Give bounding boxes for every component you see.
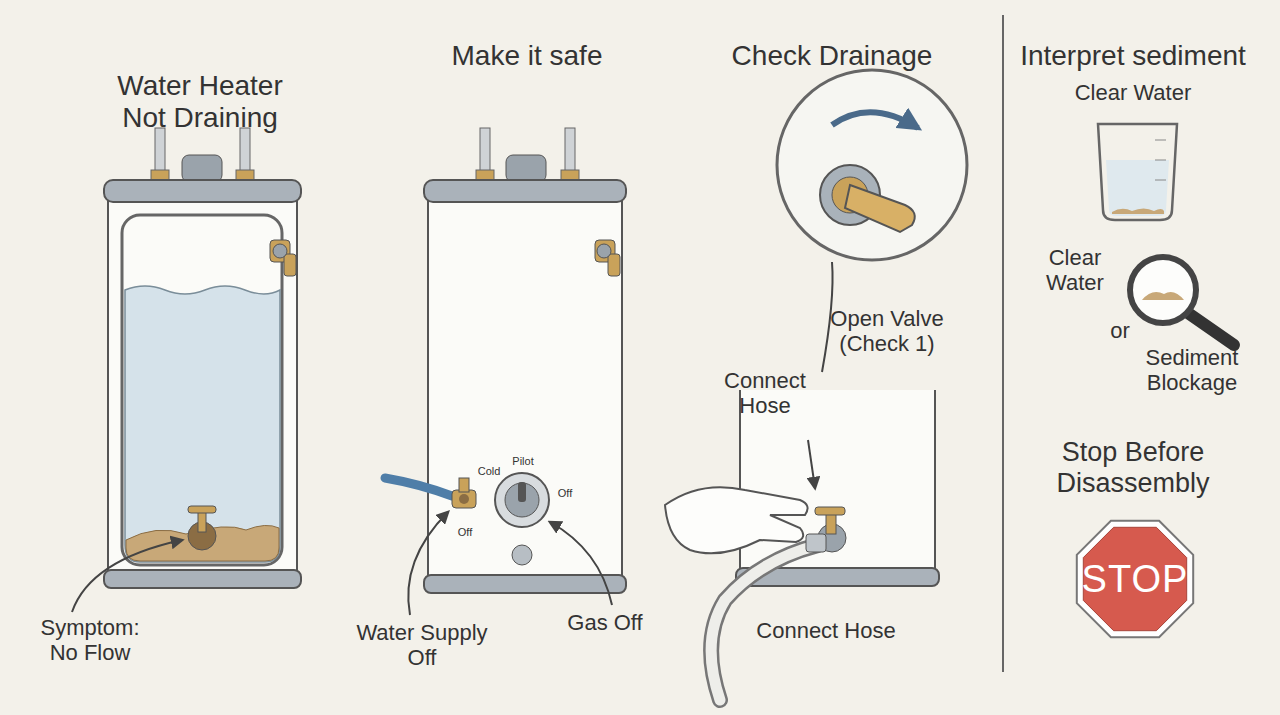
magnifier [1130, 257, 1234, 345]
beaker-part [1155, 140, 1166, 141]
water-heater-cutaway-part [122, 215, 282, 565]
beaker-part [1112, 209, 1164, 215]
leader-arrow-part [408, 512, 448, 615]
beaker-part [1106, 160, 1169, 216]
water-heater-part [459, 478, 469, 492]
beaker-part [1155, 160, 1166, 161]
valve-inset-part [832, 112, 918, 128]
leader-arrow [72, 262, 833, 615]
callout-label: Connect Hose [726, 618, 926, 643]
water-heater-base-part [815, 507, 845, 515]
water-heater-cutaway-part [182, 155, 222, 182]
callout-label: Gas Off [545, 610, 665, 635]
water-heater-part [505, 483, 539, 517]
callout-label: Open Valve (Check 1) [817, 306, 957, 357]
water-heater-cutaway-part [125, 286, 280, 562]
beaker [1098, 124, 1177, 220]
water-heater-part [459, 494, 469, 504]
beaker-part [1155, 180, 1166, 181]
water-heater-part [452, 490, 476, 508]
dial-mark: Cold [469, 465, 509, 478]
octagon-border [1077, 521, 1193, 637]
warning-heading: Stop Before Disassembly [1038, 437, 1228, 499]
panel-heading: Check Drainage [682, 40, 982, 72]
connector-word: or [1100, 318, 1140, 343]
water-heater-cutaway-part [104, 570, 301, 588]
water-heater-base-part [934, 390, 936, 575]
water-heater-cutaway-part [273, 244, 287, 258]
stop-text: STOP [1082, 558, 1189, 601]
result-label: Clear Water [1023, 80, 1243, 105]
water-heater-part [518, 482, 526, 502]
stop-sign: STOP [1070, 514, 1200, 644]
water-heater-base [665, 390, 939, 700]
panel-heading: Interpret sediment [996, 40, 1271, 72]
valve-inset-part [845, 185, 915, 232]
water-heater-part [597, 244, 611, 258]
water-heater-cutaway-part [188, 506, 216, 513]
water-heater-base-part [665, 487, 808, 553]
leader-arrow-part [72, 540, 182, 612]
water-heater-cutaway-part [108, 195, 297, 580]
leader-arrow-part [550, 522, 612, 605]
callout-label: Symptom: No Flow [34, 615, 146, 666]
stop-text-wrap: STOP [1070, 514, 1200, 644]
magnifier-part [1142, 292, 1184, 300]
callout-label: Water Supply Off [347, 620, 497, 671]
dial-mark: Off [550, 487, 580, 500]
water-heater [385, 128, 626, 593]
panel-heading: Water Heater Not Draining [100, 70, 300, 134]
valve-mark: Off [450, 526, 480, 539]
leader-arrow-part [808, 440, 815, 488]
water-heater-part [428, 195, 622, 585]
valve-inset [777, 70, 967, 260]
water-heater-part [385, 478, 452, 496]
water-heater-cutaway-part [104, 180, 301, 202]
water-heater-part [512, 545, 532, 565]
water-heater-part [495, 473, 549, 527]
callout-label: Connect Hose [715, 368, 815, 419]
panel-heading: Make it safe [377, 40, 677, 72]
magnifier-part [1130, 257, 1196, 323]
water-heater-part [424, 575, 626, 593]
dial-mark: Pilot [503, 455, 543, 468]
water-heater-cutaway-part [284, 254, 296, 276]
magnifier-part [1188, 313, 1234, 345]
result-label: Sediment Blockage [1137, 345, 1247, 396]
water-heater-cutaway [104, 128, 301, 588]
water-heater-part [424, 180, 626, 202]
result-label: Clear Water [1039, 245, 1111, 296]
panel-divider [1002, 15, 1004, 672]
water-heater-part [608, 254, 620, 276]
valve-inset-part [777, 70, 967, 260]
beaker-part [1098, 124, 1177, 220]
water-heater-part [506, 155, 546, 182]
water-heater-base-part [806, 534, 826, 552]
